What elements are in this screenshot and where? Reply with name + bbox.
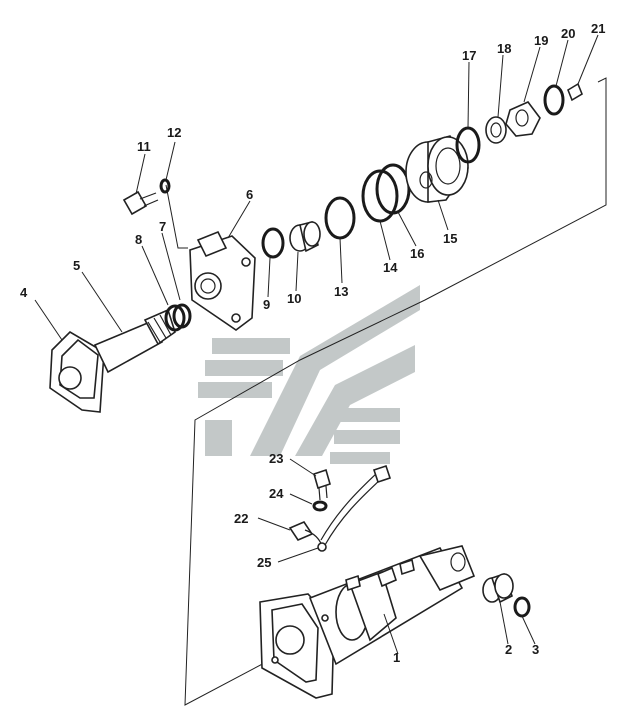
- cover-plate-part: [189, 230, 256, 331]
- callout-5: 5: [73, 258, 80, 273]
- callout-16: 16: [410, 246, 424, 261]
- callout-17: 17: [462, 48, 476, 63]
- pipe-line-edge: [320, 469, 381, 541]
- callout-labels: 1 2 3 4 5 6 7 8 9 10 11 12 13 14 15 16 1…: [20, 21, 605, 665]
- watermark-logo: [198, 285, 420, 464]
- snap-ring-part-7: [172, 303, 192, 329]
- backup-ring-part-16: [375, 163, 411, 215]
- pin-part-21: [567, 82, 583, 102]
- callout-15: 15: [443, 231, 457, 246]
- washer-part-18: [485, 116, 507, 144]
- callout-1: 1: [393, 650, 400, 665]
- bushing-part-2: [482, 572, 514, 604]
- nut-part-19: [505, 101, 541, 137]
- callout-10: 10: [287, 291, 301, 306]
- callout-13: 13: [334, 284, 348, 299]
- callout-4: 4: [20, 285, 28, 300]
- callout-2: 2: [505, 642, 512, 657]
- washer-part-24: [312, 500, 328, 512]
- callout-18: 18: [497, 41, 511, 56]
- callout-12: 12: [167, 125, 181, 140]
- callout-3: 3: [532, 642, 539, 657]
- cylinder-body-part-1: [259, 545, 476, 699]
- seal-ring-part-13: [324, 196, 356, 240]
- fitting-part-25: [317, 542, 327, 552]
- callout-22: 22: [234, 511, 248, 526]
- pipe-line: [324, 475, 385, 546]
- snap-ring-part-8: [164, 304, 186, 332]
- callout-11: 11: [137, 139, 151, 154]
- assembly-path-line-2: [165, 184, 188, 249]
- ring-part-3: [513, 596, 531, 618]
- callout-7: 7: [159, 219, 166, 234]
- bolt-part-23: [313, 468, 331, 501]
- pipe-fitting-top: [372, 464, 392, 484]
- callout-14: 14: [383, 260, 398, 275]
- callout-23: 23: [269, 451, 283, 466]
- bushing-part-10: [289, 221, 321, 253]
- callout-19: 19: [534, 33, 548, 48]
- washer-part-12: [159, 178, 171, 194]
- o-ring-part-9: [261, 227, 285, 259]
- flanged-shaft-part: [49, 308, 176, 413]
- callout-9: 9: [263, 297, 270, 312]
- ring-part-17: [455, 126, 481, 164]
- ring-part-20: [543, 84, 565, 116]
- callout-8: 8: [135, 232, 142, 247]
- callout-24: 24: [269, 486, 284, 501]
- piston-part-15: [405, 135, 469, 203]
- callout-20: 20: [561, 26, 575, 41]
- callout-6: 6: [246, 187, 253, 202]
- callout-25: 25: [257, 555, 271, 570]
- bolt-part-11: [122, 190, 159, 216]
- assembly-path-line: [184, 77, 607, 706]
- elbow-fitting-part-22: [288, 521, 323, 547]
- callout-leaders: [34, 34, 599, 655]
- callout-21: 21: [591, 21, 605, 36]
